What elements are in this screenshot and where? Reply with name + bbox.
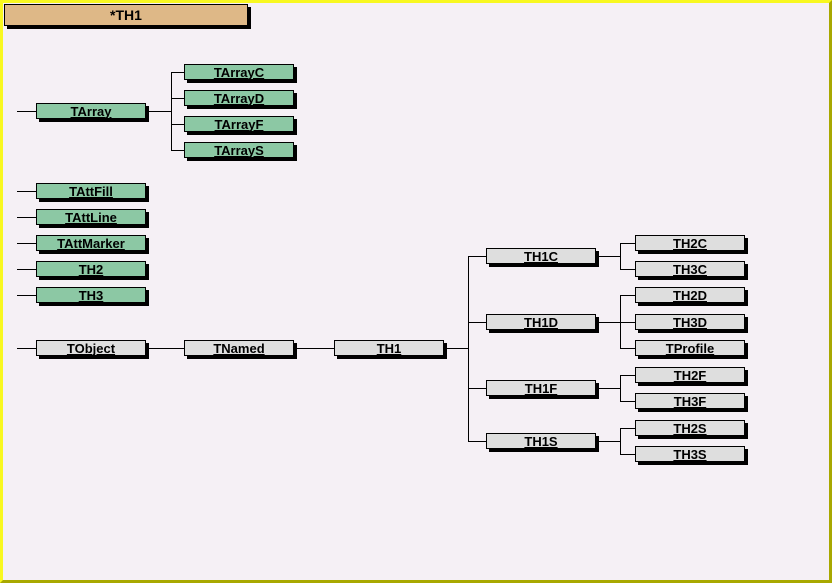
diagram-title: *TH1	[4, 4, 248, 26]
connector-line	[620, 243, 635, 244]
connector-line	[620, 295, 635, 296]
connector-line	[294, 348, 334, 349]
connector-line	[171, 72, 172, 151]
connector-line	[17, 217, 36, 218]
connector-line	[171, 124, 184, 125]
class-node-th2d[interactable]: TH2D	[635, 287, 745, 303]
class-node-th3d[interactable]: TH3D	[635, 314, 745, 330]
connector-line	[146, 111, 171, 112]
class-node-th2[interactable]: TH2	[36, 261, 146, 277]
connector-line	[620, 428, 635, 429]
class-node-tarrays[interactable]: TArrayS	[184, 142, 294, 158]
class-node-th3s[interactable]: TH3S	[635, 446, 745, 462]
connector-line	[444, 348, 468, 349]
connector-line	[171, 150, 184, 151]
connector-line	[620, 322, 635, 323]
connector-line	[620, 401, 635, 402]
connector-line	[596, 441, 620, 442]
class-node-tobject[interactable]: TObject	[36, 340, 146, 356]
connector-line	[620, 243, 621, 270]
connector-line	[596, 256, 620, 257]
connector-line	[468, 256, 486, 257]
class-node-th1d[interactable]: TH1D	[486, 314, 596, 330]
connector-line	[17, 191, 36, 192]
class-node-th2s[interactable]: TH2S	[635, 420, 745, 436]
connector-line	[620, 375, 621, 402]
class-node-tnamed[interactable]: TNamed	[184, 340, 294, 356]
class-node-tprofile[interactable]: TProfile	[635, 340, 745, 356]
class-node-th1s[interactable]: TH1S	[486, 433, 596, 449]
connector-line	[468, 441, 486, 442]
class-node-tarray[interactable]: TArray	[36, 103, 146, 119]
connector-line	[17, 295, 36, 296]
class-node-tarrayd[interactable]: TArrayD	[184, 90, 294, 106]
class-node-th2c[interactable]: TH2C	[635, 235, 745, 251]
connector-line	[17, 348, 36, 349]
connector-line	[620, 375, 635, 376]
connector-line	[171, 98, 184, 99]
class-node-tarrayc[interactable]: TArrayC	[184, 64, 294, 80]
connector-line	[620, 269, 635, 270]
class-node-th3f[interactable]: TH3F	[635, 393, 745, 409]
connector-line	[171, 72, 184, 73]
connector-line	[620, 454, 635, 455]
class-node-th1[interactable]: TH1	[334, 340, 444, 356]
class-node-tarrayf[interactable]: TArrayF	[184, 116, 294, 132]
connector-line	[620, 348, 635, 349]
connector-line	[596, 322, 620, 323]
connector-line	[17, 243, 36, 244]
connector-line	[17, 111, 36, 112]
class-node-tattfill[interactable]: TAttFill	[36, 183, 146, 199]
class-node-tattmarker[interactable]: TAttMarker	[36, 235, 146, 251]
connector-line	[468, 322, 486, 323]
connector-line	[596, 388, 620, 389]
class-node-th2f[interactable]: TH2F	[635, 367, 745, 383]
class-node-th3[interactable]: TH3	[36, 287, 146, 303]
connector-line	[146, 348, 184, 349]
class-node-th1f[interactable]: TH1F	[486, 380, 596, 396]
class-node-tattline[interactable]: TAttLine	[36, 209, 146, 225]
connector-line	[468, 388, 486, 389]
connector-line	[468, 256, 469, 442]
class-node-th1c[interactable]: TH1C	[486, 248, 596, 264]
connector-line	[17, 269, 36, 270]
class-node-th3c[interactable]: TH3C	[635, 261, 745, 277]
connector-line	[620, 428, 621, 455]
